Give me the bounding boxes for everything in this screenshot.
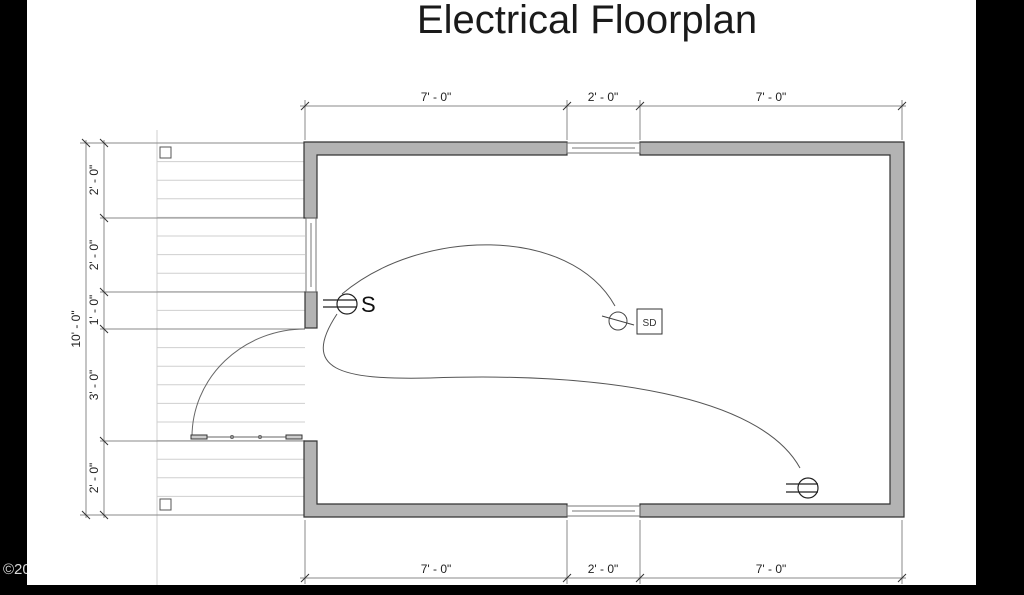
watermark: ©2025 PAAR MLS: [3, 561, 126, 578]
bottom-dimensions: [300, 520, 907, 584]
switch-label: S: [361, 292, 376, 317]
outlet-icon: [786, 477, 819, 499]
dimension-label: 2' - 0": [588, 90, 619, 104]
deck-post: [159, 498, 172, 511]
dimension-label: 2' - 0": [87, 463, 101, 494]
dimension-label: 7' - 0": [421, 90, 452, 104]
left-dimensions: [80, 138, 305, 520]
dimension-label: 7' - 0": [756, 90, 787, 104]
smoke-detector-icon: [636, 308, 663, 335]
ceiling-light-icon: [601, 311, 635, 331]
dimension-label: 1' - 0": [87, 295, 101, 326]
smoke-detector-label: SD: [643, 318, 657, 329]
deck-post: [159, 146, 172, 159]
wiring: [322, 244, 801, 469]
dimension-label: 3' - 0": [87, 370, 101, 401]
dimension-label: 7' - 0": [756, 562, 787, 576]
walls: [303, 141, 905, 518]
switch-symbol: [323, 293, 358, 315]
dimension-label: 2' - 0": [87, 240, 101, 271]
page-title: Electrical Floorplan: [417, 0, 757, 42]
dimension-total-label: 10' - 0": [69, 310, 83, 347]
top-dimensions: [300, 100, 907, 140]
dimension-label: 7' - 0": [421, 562, 452, 576]
door: [190, 328, 306, 440]
windows: [305, 142, 641, 517]
dimension-label: 2' - 0": [588, 562, 619, 576]
dimension-label: 2' - 0": [87, 165, 101, 196]
